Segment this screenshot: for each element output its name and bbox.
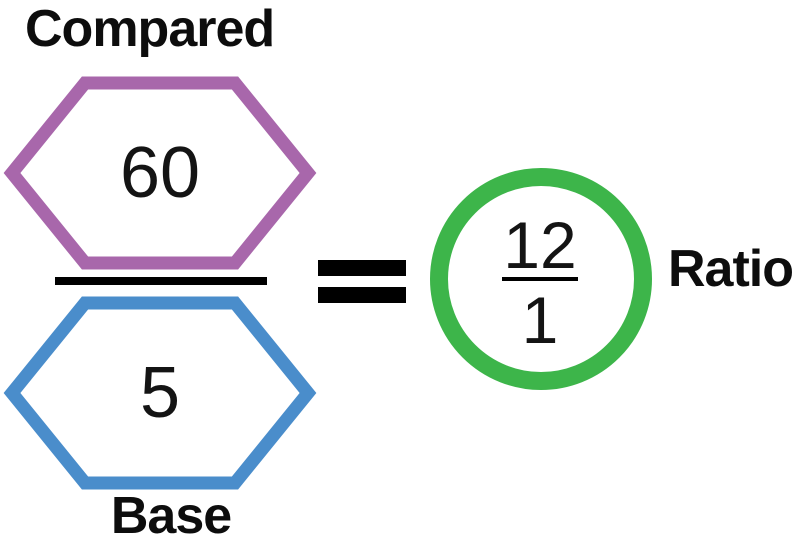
fraction-bar [55,277,267,285]
ratio-denominator: 1 [521,283,559,357]
compared-value: 60 [119,133,201,213]
ratio-fraction-bar [502,277,578,281]
compared-label: Compared [25,0,275,58]
base-label: Base [110,487,232,545]
base-hexagon [3,296,317,490]
equals-sign-top-bar [318,260,406,276]
ratio-label: Ratio [668,240,794,298]
ratio-numerator: 12 [503,208,577,282]
equals-sign-bottom-bar [318,287,406,303]
base-value: 5 [139,353,181,433]
ratio-circle [430,168,652,390]
equals-sign [318,260,406,303]
compared-hexagon [3,76,317,270]
